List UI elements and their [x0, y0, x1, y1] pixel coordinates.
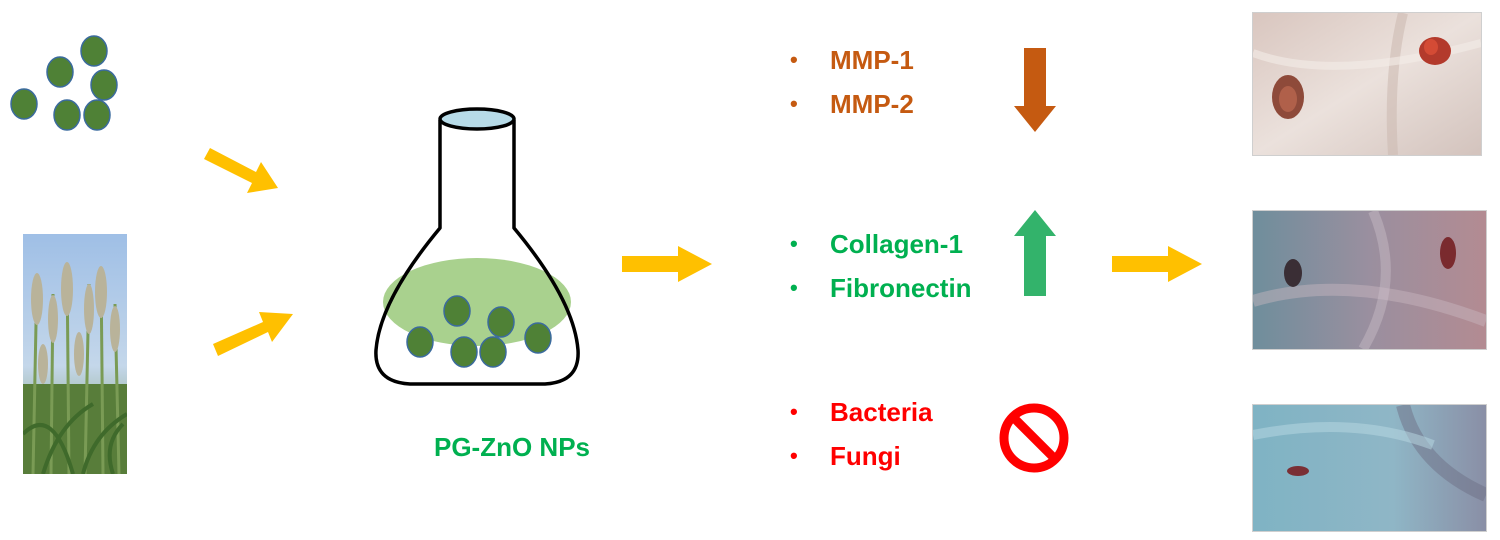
- wound-photo-top: [1252, 12, 1482, 156]
- nanoparticle: [406, 326, 434, 358]
- wound-photo-middle: [1252, 210, 1487, 350]
- flask-label: PG-ZnO NPs: [433, 432, 590, 462]
- nanoparticle-cluster-icon: [10, 35, 118, 131]
- grass-plant-photo: [23, 234, 127, 474]
- wound: [1287, 466, 1309, 476]
- input-arrow-down-right: [204, 148, 278, 193]
- outcome-arrow: [1112, 246, 1202, 282]
- nanoparticle: [10, 88, 38, 120]
- process-arrow: [622, 246, 712, 282]
- wound-photo-bottom: [1252, 404, 1487, 532]
- nanoparticle: [524, 322, 552, 354]
- marker-label: MMP-1: [830, 45, 914, 75]
- prohibition-icon: [999, 403, 1069, 473]
- bullet: •: [790, 275, 798, 300]
- nanoparticle: [46, 56, 74, 88]
- bullet: •: [790, 399, 798, 424]
- nanoparticle: [479, 336, 507, 368]
- wound: [1284, 259, 1302, 287]
- nanoparticle: [90, 69, 118, 101]
- marker-label: MMP-2: [830, 89, 914, 119]
- nanoparticle: [80, 35, 108, 67]
- nanoparticle: [450, 336, 478, 368]
- bullet: •: [790, 47, 798, 72]
- organism-label: Bacteria: [830, 397, 933, 427]
- input-arrow-up-right: [213, 312, 293, 356]
- marker-label: Collagen-1: [830, 229, 963, 259]
- nanoparticle: [83, 99, 111, 131]
- bullet: •: [790, 443, 798, 468]
- wound: [1440, 237, 1456, 269]
- bullet: •: [790, 91, 798, 116]
- nanoparticle: [53, 99, 81, 131]
- marker-label: Fibronectin: [830, 273, 972, 303]
- flask-mouth: [438, 107, 516, 131]
- nanoparticle-solution: [383, 258, 571, 346]
- up-arrow-icon: [1014, 210, 1056, 296]
- nanoparticle: [487, 306, 515, 338]
- organism-label: Fungi: [830, 441, 901, 471]
- flask-icon: [374, 107, 580, 386]
- bullet: •: [790, 231, 798, 256]
- down-arrow-icon: [1014, 48, 1056, 132]
- nanoparticle: [443, 295, 471, 327]
